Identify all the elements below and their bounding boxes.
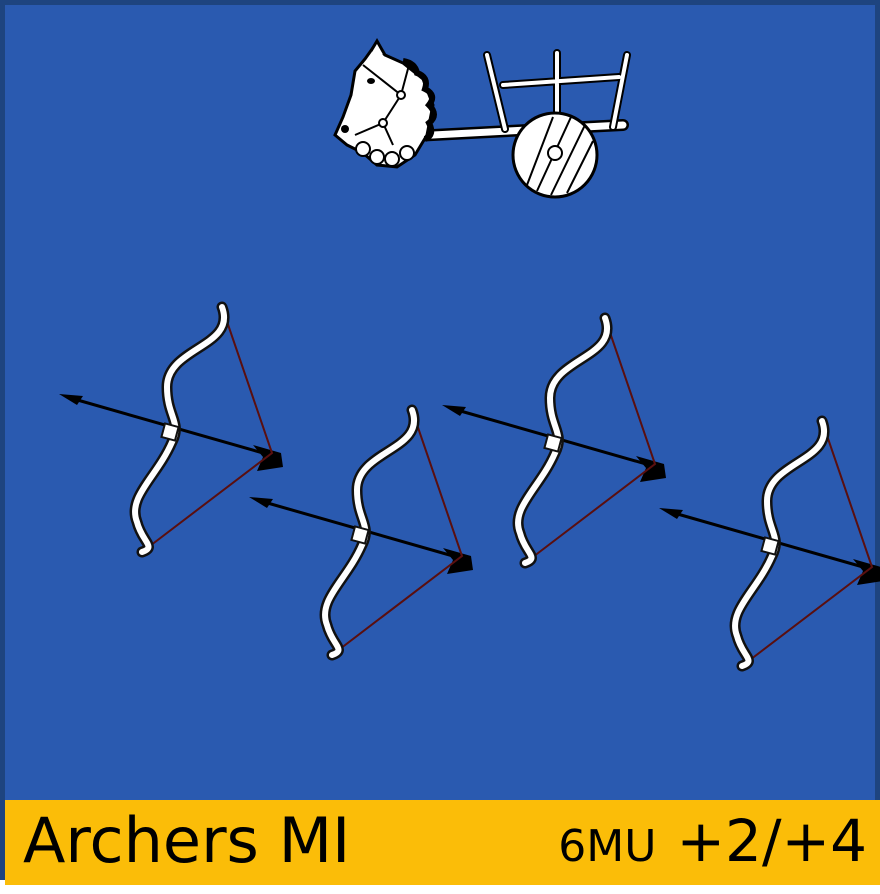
combat-factors: +2/+4 [676, 807, 867, 875]
bow-arrow-icon [59, 307, 283, 552]
unit-name: Archers MI [23, 804, 351, 877]
unit-label-bar [5, 800, 880, 885]
bow-arrow-icon [442, 318, 666, 563]
unit-stats: 6MU +2/+4 [558, 803, 867, 894]
movement-value: 6MU [558, 821, 657, 872]
bow-arrow-icon [249, 410, 473, 655]
bow-arrow-icon [659, 421, 880, 666]
unit-artwork [5, 38, 880, 885]
chariot-icon [333, 38, 631, 199]
